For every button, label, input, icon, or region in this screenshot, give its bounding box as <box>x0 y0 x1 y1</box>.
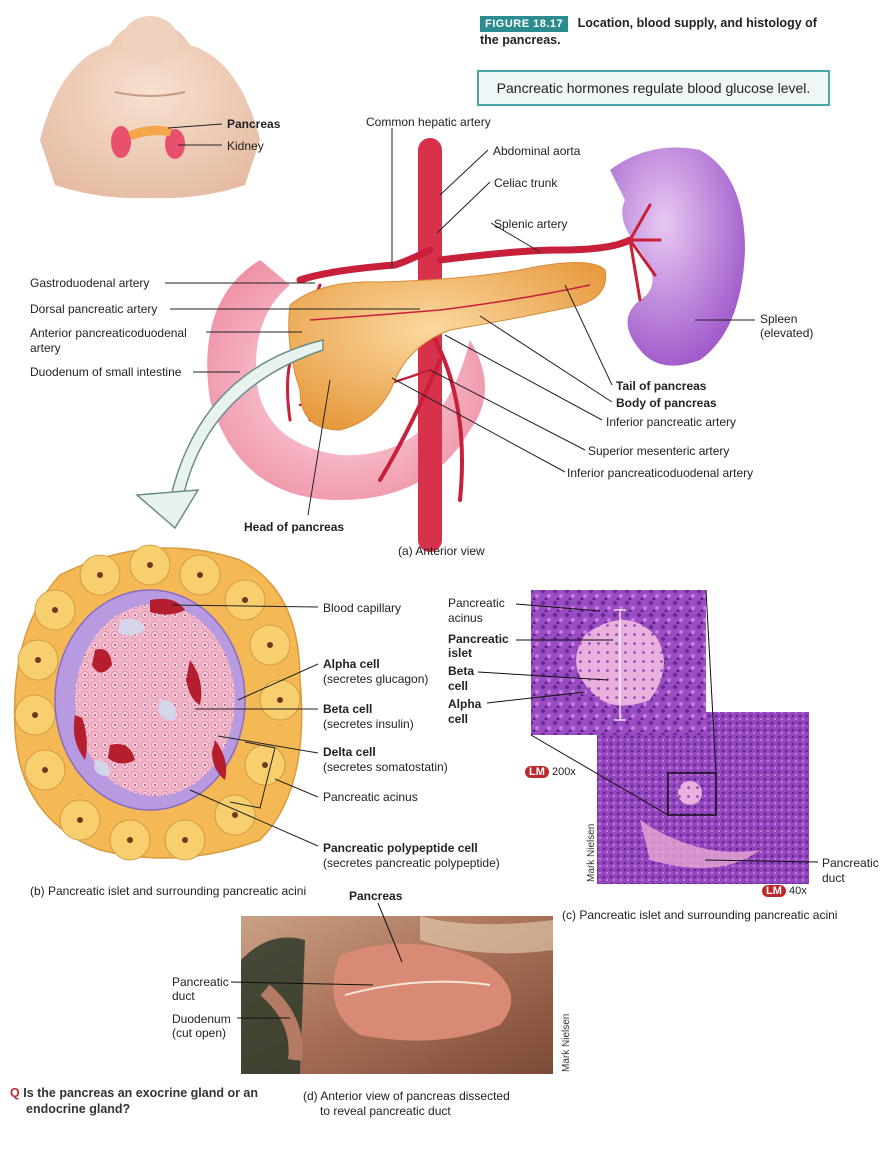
label-pp-desc: (secretes pancreatic polypeptide) <box>323 856 500 870</box>
label-c-acinus-2: acinus <box>448 611 483 625</box>
islet-illustration <box>13 544 303 861</box>
callout-text: Pancreatic hormones regulate blood gluco… <box>496 80 811 96</box>
label-c-duct-1: Pancreatic <box>822 856 879 870</box>
torso-illustration <box>40 16 260 199</box>
question-line1: Is the pancreas an exocrine gland or an <box>23 1086 259 1100</box>
figure-title-line1: Location, blood supply, and histology of <box>577 16 817 30</box>
caption-panel-c: (c) Pancreatic islet and surrounding pan… <box>562 908 838 922</box>
question-line2: endocrine gland? <box>26 1102 131 1116</box>
label-d-duct-2: duct <box>172 989 195 1003</box>
caption-panel-d-2: to reveal pancreatic duct <box>320 1104 451 1118</box>
label-alpha-desc: (secretes glucagon) <box>323 672 429 686</box>
label-spleen-2: (elevated) <box>760 326 814 340</box>
label-alpha-cell: Alpha cell <box>323 657 380 671</box>
duodenum-illustration <box>207 260 485 500</box>
credit-panel-c: Mark Nielsen <box>586 823 597 882</box>
label-pancreatic-acinus: Pancreatic acinus <box>323 790 418 804</box>
torso-kidney-label: Kidney <box>227 139 264 153</box>
micrograph-high-mag <box>531 590 706 735</box>
lm-badge-high: LM <box>525 766 549 778</box>
caption-panel-b: (b) Pancreatic islet and surrounding pan… <box>30 884 307 898</box>
label-celiac-trunk: Celiac trunk <box>494 176 558 190</box>
label-d-duodenum-2: (cut open) <box>172 1026 227 1040</box>
label-delta-cell: Delta cell <box>323 745 376 759</box>
label-spleen-1: Spleen <box>760 312 798 326</box>
figure-number-badge: FIGURE 18.17 <box>480 16 569 32</box>
label-d-pancreas: Pancreas <box>349 889 403 903</box>
label-d-duct-1: Pancreatic <box>172 975 229 989</box>
label-body-of-pancreas: Body of pancreas <box>616 396 717 410</box>
label-dorsal-pancreatic-artery: Dorsal pancreatic artery <box>30 302 158 316</box>
label-c-beta-1: Beta <box>448 664 475 678</box>
label-beta-cell: Beta cell <box>323 702 373 716</box>
label-beta-desc: (secretes insulin) <box>323 717 414 731</box>
credit-panel-d: Mark Nielsen <box>561 1013 572 1072</box>
label-inferior-pancreatic-artery: Inferior pancreatic artery <box>606 415 737 429</box>
figure-title-line2: the pancreas. <box>480 33 561 47</box>
label-tail-of-pancreas: Tail of pancreas <box>616 379 707 393</box>
label-blood-capillary: Blood capillary <box>323 601 402 615</box>
label-common-hepatic-artery: Common hepatic artery <box>366 115 491 129</box>
mag-low-value: 40x <box>788 885 807 897</box>
label-anterior-pd-artery-1: Anterior pancreaticoduodenal <box>30 326 187 340</box>
label-pp-cell: Pancreatic polypeptide cell <box>323 841 478 855</box>
callout-box: Pancreatic hormones regulate blood gluco… <box>477 70 830 106</box>
dissection-photo <box>241 916 553 1074</box>
caption-panel-d-1: (d) Anterior view of pancreas dissected <box>303 1089 510 1103</box>
label-c-islet-2: islet <box>448 646 473 660</box>
label-d-duodenum-1: Duodenum <box>172 1012 231 1026</box>
label-gastroduodenal-artery: Gastroduodenal artery <box>30 276 150 290</box>
label-delta-desc: (secretes somatostatin) <box>323 760 448 774</box>
zoom-arrow <box>135 339 324 530</box>
label-splenic-artery: Splenic artery <box>494 217 568 231</box>
label-duodenum: Duodenum of small intestine <box>30 365 182 379</box>
figure-header: FIGURE 18.17 Location, blood supply, and… <box>480 14 817 48</box>
spleen-illustration <box>610 147 745 366</box>
label-abdominal-aorta: Abdominal aorta <box>493 144 581 158</box>
label-inferior-pd-artery: Inferior pancreaticoduodenal artery <box>567 466 754 480</box>
review-question: Q Is the pancreas an exocrine gland or a… <box>10 1085 258 1117</box>
magnification-high: LM 200x <box>525 766 576 778</box>
label-c-islet-1: Pancreatic <box>448 632 509 646</box>
label-head-of-pancreas: Head of pancreas <box>244 520 345 534</box>
pancreas-illustration <box>288 262 607 431</box>
label-c-alpha-2: cell <box>448 712 469 726</box>
torso-pancreas-label: Pancreas <box>227 117 281 131</box>
label-anterior-pd-artery-2: artery <box>30 341 61 355</box>
label-c-beta-2: cell <box>448 679 469 693</box>
caption-panel-a: (a) Anterior view <box>398 544 485 558</box>
lm-badge-low: LM <box>762 885 786 897</box>
mag-high-value: 200x <box>551 766 576 778</box>
question-mark-letter: Q <box>10 1086 20 1100</box>
label-superior-mesenteric-artery: Superior mesenteric artery <box>588 444 730 458</box>
micrograph-low-mag <box>597 712 809 884</box>
label-c-duct-2: duct <box>822 871 845 885</box>
label-c-acinus-1: Pancreatic <box>448 596 505 610</box>
magnification-low: LM 40x <box>762 885 807 897</box>
label-c-alpha-1: Alpha <box>448 697 482 711</box>
